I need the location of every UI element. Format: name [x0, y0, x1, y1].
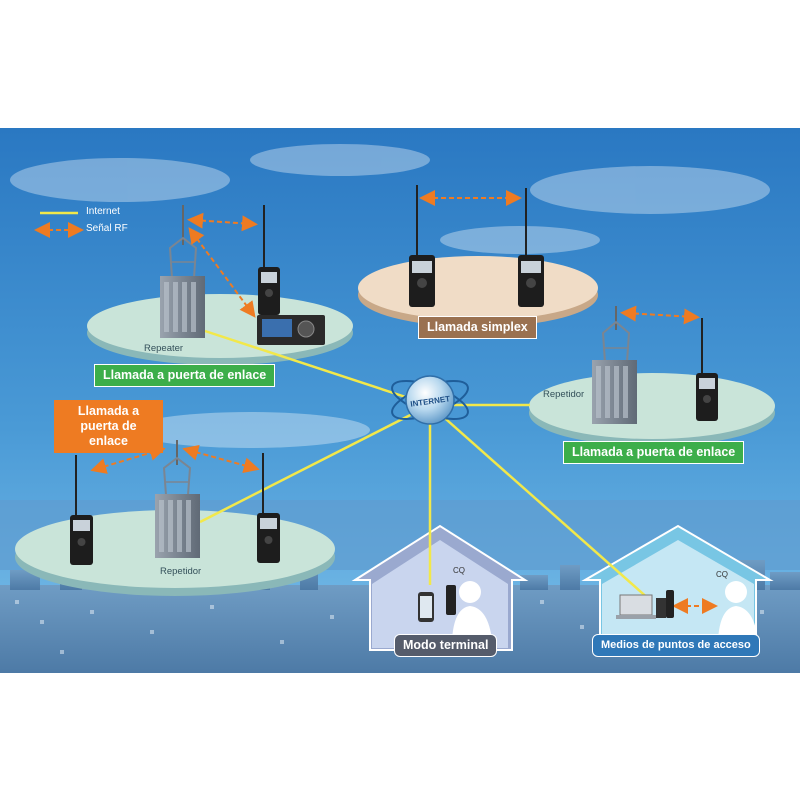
handheld-radio-icon	[409, 185, 435, 307]
terminal-mode-tag: Modo terminal	[394, 634, 498, 657]
repeater-label-top-left: Repeater	[144, 343, 184, 354]
legend	[34, 211, 84, 238]
platform-right	[529, 373, 775, 446]
repeater-label-right: Repetidor	[543, 389, 585, 400]
access-point-figure	[616, 581, 758, 640]
cq-speech-access-point: CQ	[716, 570, 728, 579]
internet-globe-icon: INTERNET	[391, 375, 469, 425]
legend-rf-label: Señal RF	[86, 223, 128, 234]
handheld-radio-icon	[518, 188, 544, 307]
handheld-radio-icon	[696, 318, 718, 421]
rf-signal-arrows	[90, 190, 718, 614]
repeater-label-bottom-left: Repetidor	[160, 566, 202, 577]
base-station-radio-icon	[257, 315, 325, 345]
handheld-radio-icon	[70, 455, 93, 565]
handheld-radio-icon	[257, 453, 280, 563]
handheld-radio-icon	[258, 205, 280, 315]
cq-speech-terminal: CQ	[453, 566, 465, 575]
gateway-call-callout: Llamada a puerta de enlace	[54, 400, 163, 453]
repeater-building-right	[592, 306, 637, 424]
legend-internet-label: Internet	[86, 206, 120, 217]
simplex-call-tag: Llamada simplex	[418, 316, 537, 339]
gateway-call-tag-top-left: Llamada a puerta de enlace	[94, 364, 276, 387]
gateway-call-tag-right: Llamada a puerta de enlace	[563, 441, 745, 464]
access-point-tag: Medios de puntos de acceso	[592, 634, 760, 657]
terminal-mode-figure	[418, 581, 492, 640]
repeater-building-bottom-left	[155, 440, 200, 558]
clouds	[10, 144, 770, 448]
handheld-radios	[70, 185, 718, 565]
